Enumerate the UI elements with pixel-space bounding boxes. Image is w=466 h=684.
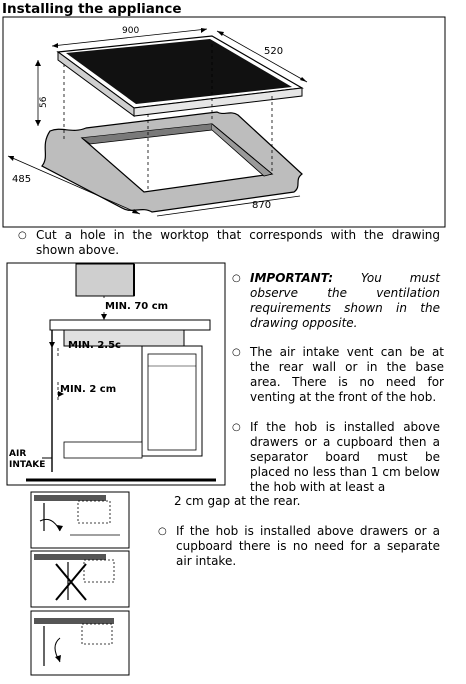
label-intake: INTAKE [9, 460, 45, 470]
bullet-cut-hole: ○ Cut a hole in the worktop that corresp… [18, 228, 440, 258]
bullet-text: The air intake vent can be at the rear w… [250, 345, 444, 404]
bullet-separator-continued: 2 cm gap at the rear. [174, 494, 301, 508]
label-min-2-5: MIN. 2.5c [68, 340, 121, 351]
bullet-separator: ○ If the hob is installed above drawers … [232, 420, 440, 495]
bullet-no-separate-intake: ○ If the hob is installed above drawers … [158, 524, 440, 569]
label-air: AIR [9, 449, 26, 459]
dimension-520: 520 [264, 46, 283, 57]
separator-board-diagram-2 [30, 550, 130, 608]
separator-board-diagram-3 [30, 610, 130, 676]
label-min-70: MIN. 70 cm [105, 301, 168, 312]
bullet-circle-icon: ○ [232, 347, 241, 358]
important-text: You must observe the ventilation require… [250, 271, 440, 330]
bullet-circle-icon: ○ [232, 422, 241, 433]
label-min-2: MIN. 2 cm [60, 384, 116, 395]
bullet-circle-icon: ○ [158, 526, 167, 537]
cross-icon [55, 563, 87, 601]
separator-board-diagram-1 [30, 491, 130, 549]
bullet-text: If the hob is installed above drawers or… [176, 524, 440, 568]
dimension-56: 56 [39, 96, 49, 108]
hob-top [56, 35, 304, 117]
dimension-870: 870 [252, 200, 271, 211]
bullet-text: If the hob is installed above drawers or… [250, 420, 440, 494]
bullet-important: ○ IMPORTANT: You must observe the ventil… [232, 271, 440, 331]
dimension-900: 900 [122, 26, 139, 36]
bullet-circle-icon: ○ [18, 230, 27, 241]
section-heading: Installing the appliance [2, 1, 182, 17]
important-label: IMPORTANT: [250, 271, 334, 285]
bullet-text: Cut a hole in the worktop that correspon… [36, 228, 440, 257]
ventilation-diagram: MIN. 70 cm MIN. 2.5c MIN. 2 cm AIR INTAK… [6, 262, 226, 486]
hob-installation-diagram: 900 520 56 485 870 [2, 16, 446, 228]
bullet-air-vent: ○ The air intake vent can be at the rear… [232, 345, 444, 405]
bullet-circle-icon: ○ [232, 273, 241, 284]
dimension-485: 485 [12, 174, 31, 185]
